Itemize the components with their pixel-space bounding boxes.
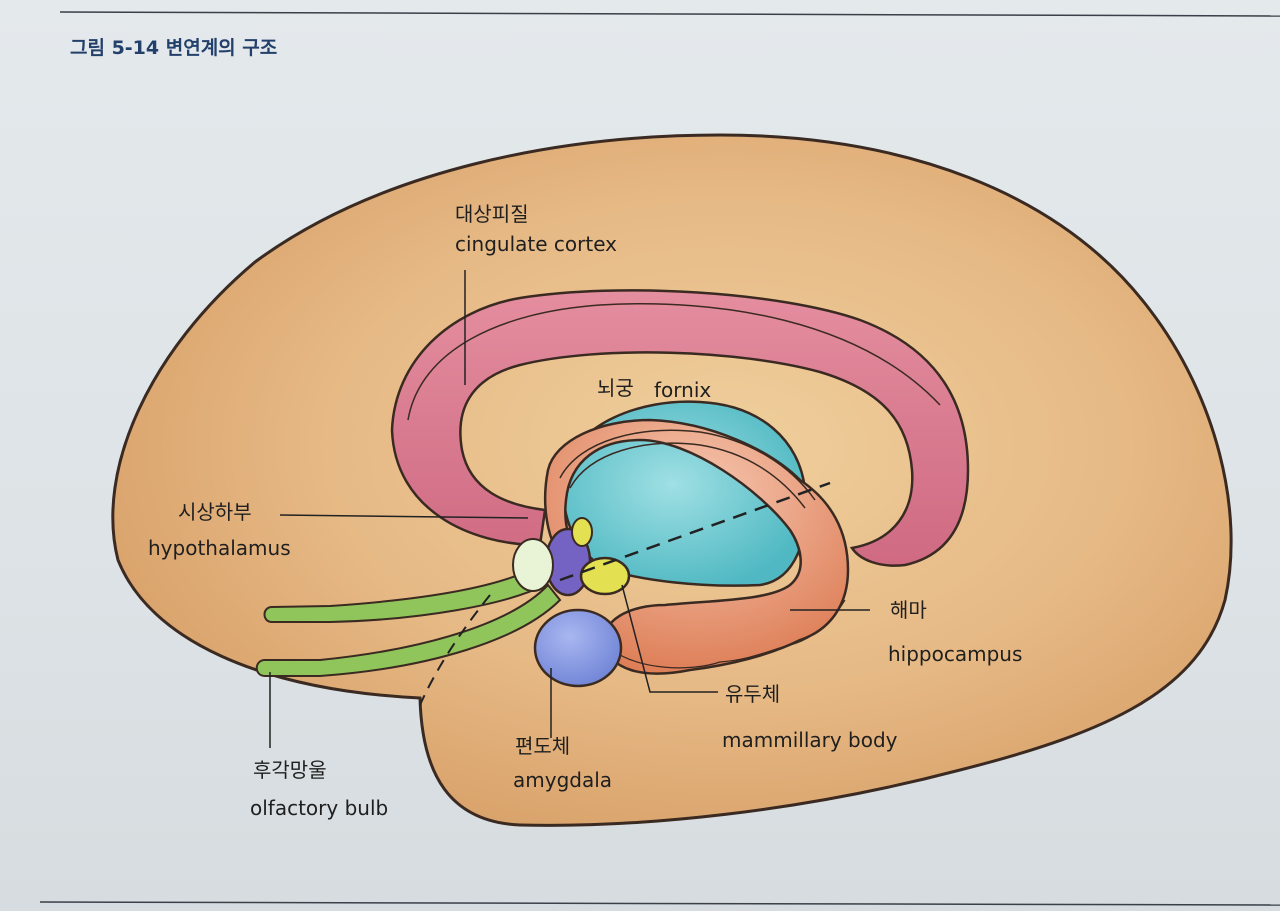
dashed-axis-line (559, 481, 831, 582)
fornix-band-line-2 (569, 442, 806, 509)
leader-mammillary (621, 584, 718, 693)
leader-hypothalamus (279, 514, 529, 519)
label-mammillary-en: mammillary body (722, 728, 898, 752)
label-fornix-ko: 뇌궁 (597, 376, 634, 400)
label-cingulate-en: cingulate cortex (455, 232, 618, 256)
amygdala-shape (533, 608, 623, 688)
olfactory-tract-upper (263, 563, 547, 623)
olfactory-tract-lower (255, 583, 562, 677)
label-hippocampus-en: hippocampus (888, 642, 1023, 666)
cingulate-inner-line (407, 303, 941, 421)
label-amygdala-en: amygdala (513, 768, 613, 792)
label-mammillary-ko: 유두체 (725, 682, 781, 706)
dashed-curve-line (419, 594, 491, 706)
hippocampus-edge (611, 599, 846, 669)
label-hypothalamus-en: hypothalamus (148, 536, 291, 560)
bottom-page-rule (39, 901, 1280, 906)
figure-title: 그림 5-14 변연계의 구조 (70, 37, 278, 59)
label-olfactory-ko: 후각망울 (253, 758, 327, 782)
label-hippocampus-ko: 해마 (890, 598, 927, 622)
label-fornix-en: fornix (654, 378, 712, 402)
olfactory-bulb-white (512, 538, 554, 592)
label-cingulate-ko: 대상피질 (455, 202, 529, 226)
mammillary-body-shape-1 (571, 517, 593, 547)
label-amygdala-ko: 편도체 (515, 734, 571, 758)
label-olfactory-en: olfactory bulb (250, 796, 389, 820)
cingulate-cortex-shape (390, 289, 970, 567)
fornix-band-line-1 (559, 429, 816, 501)
label-hypothalamus-ko: 시상하부 (178, 500, 252, 524)
top-page-rule (59, 11, 1280, 17)
